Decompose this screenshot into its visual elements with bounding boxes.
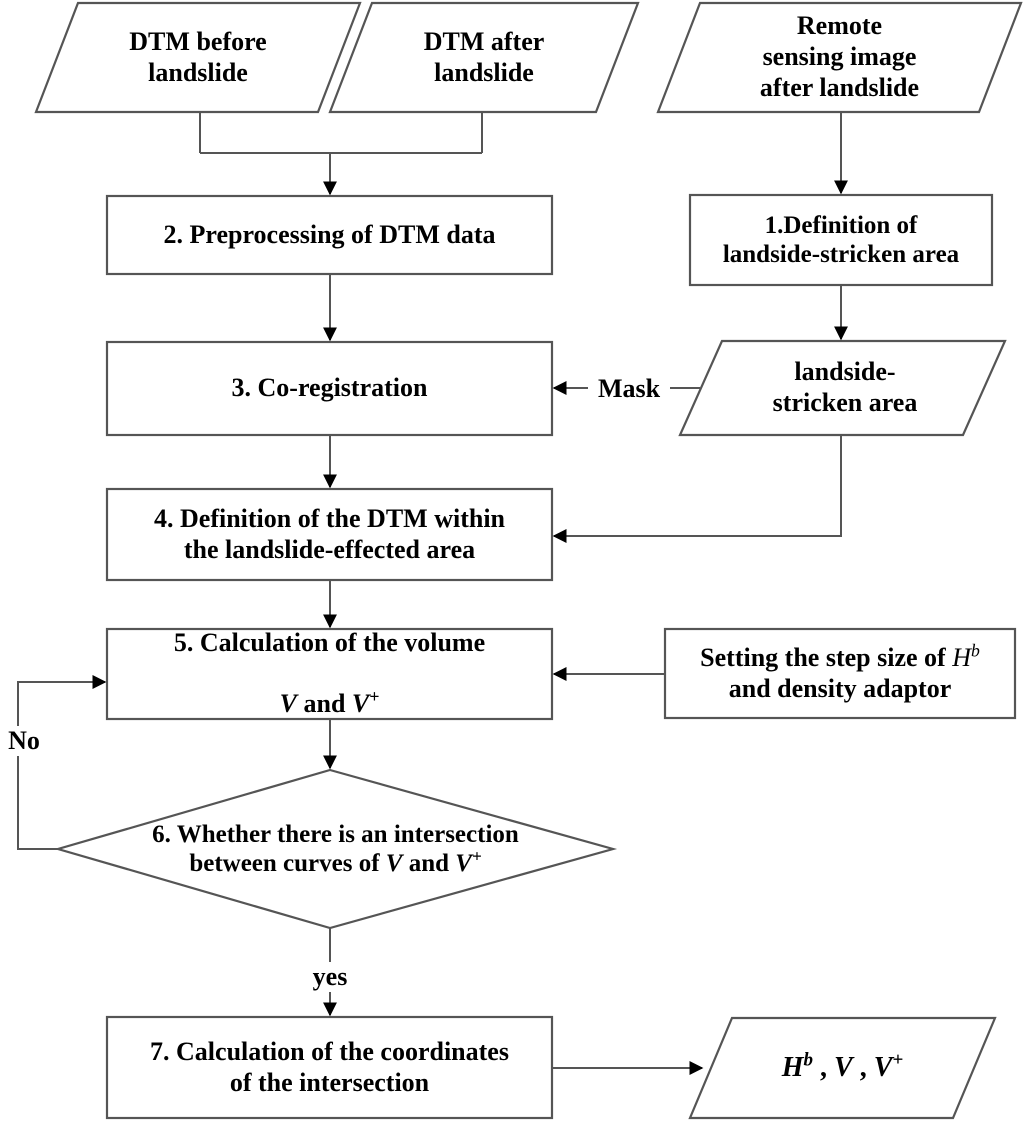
connector-stricken-area-to-step4 [552, 435, 842, 543]
edge-label-mask: Mask [588, 374, 670, 404]
shape-dtm-after-landslide [328, 1, 640, 114]
shape-step3-coregistration [105, 340, 554, 437]
shape-step4-definition-dtm [105, 487, 554, 582]
shape-remote-sensing-image [656, 1, 1023, 114]
edge-label-no: No [2, 726, 46, 756]
shape-setting-step-size [663, 627, 1017, 720]
shape-output-results [688, 1016, 997, 1120]
connector-no-feedback-loop [17, 675, 107, 850]
shape-step2-preprocessing [105, 194, 554, 276]
shape-step1-definition [688, 193, 994, 287]
shape-dtm-before-landslide [34, 1, 362, 114]
shape-step7-calculation-coordinates [105, 1015, 554, 1120]
shape-landside-stricken-area [678, 339, 1007, 437]
shape-step6-decision [54, 768, 618, 930]
edge-label-yes: yes [298, 962, 362, 992]
shape-step5-calculation-volume [105, 627, 554, 721]
